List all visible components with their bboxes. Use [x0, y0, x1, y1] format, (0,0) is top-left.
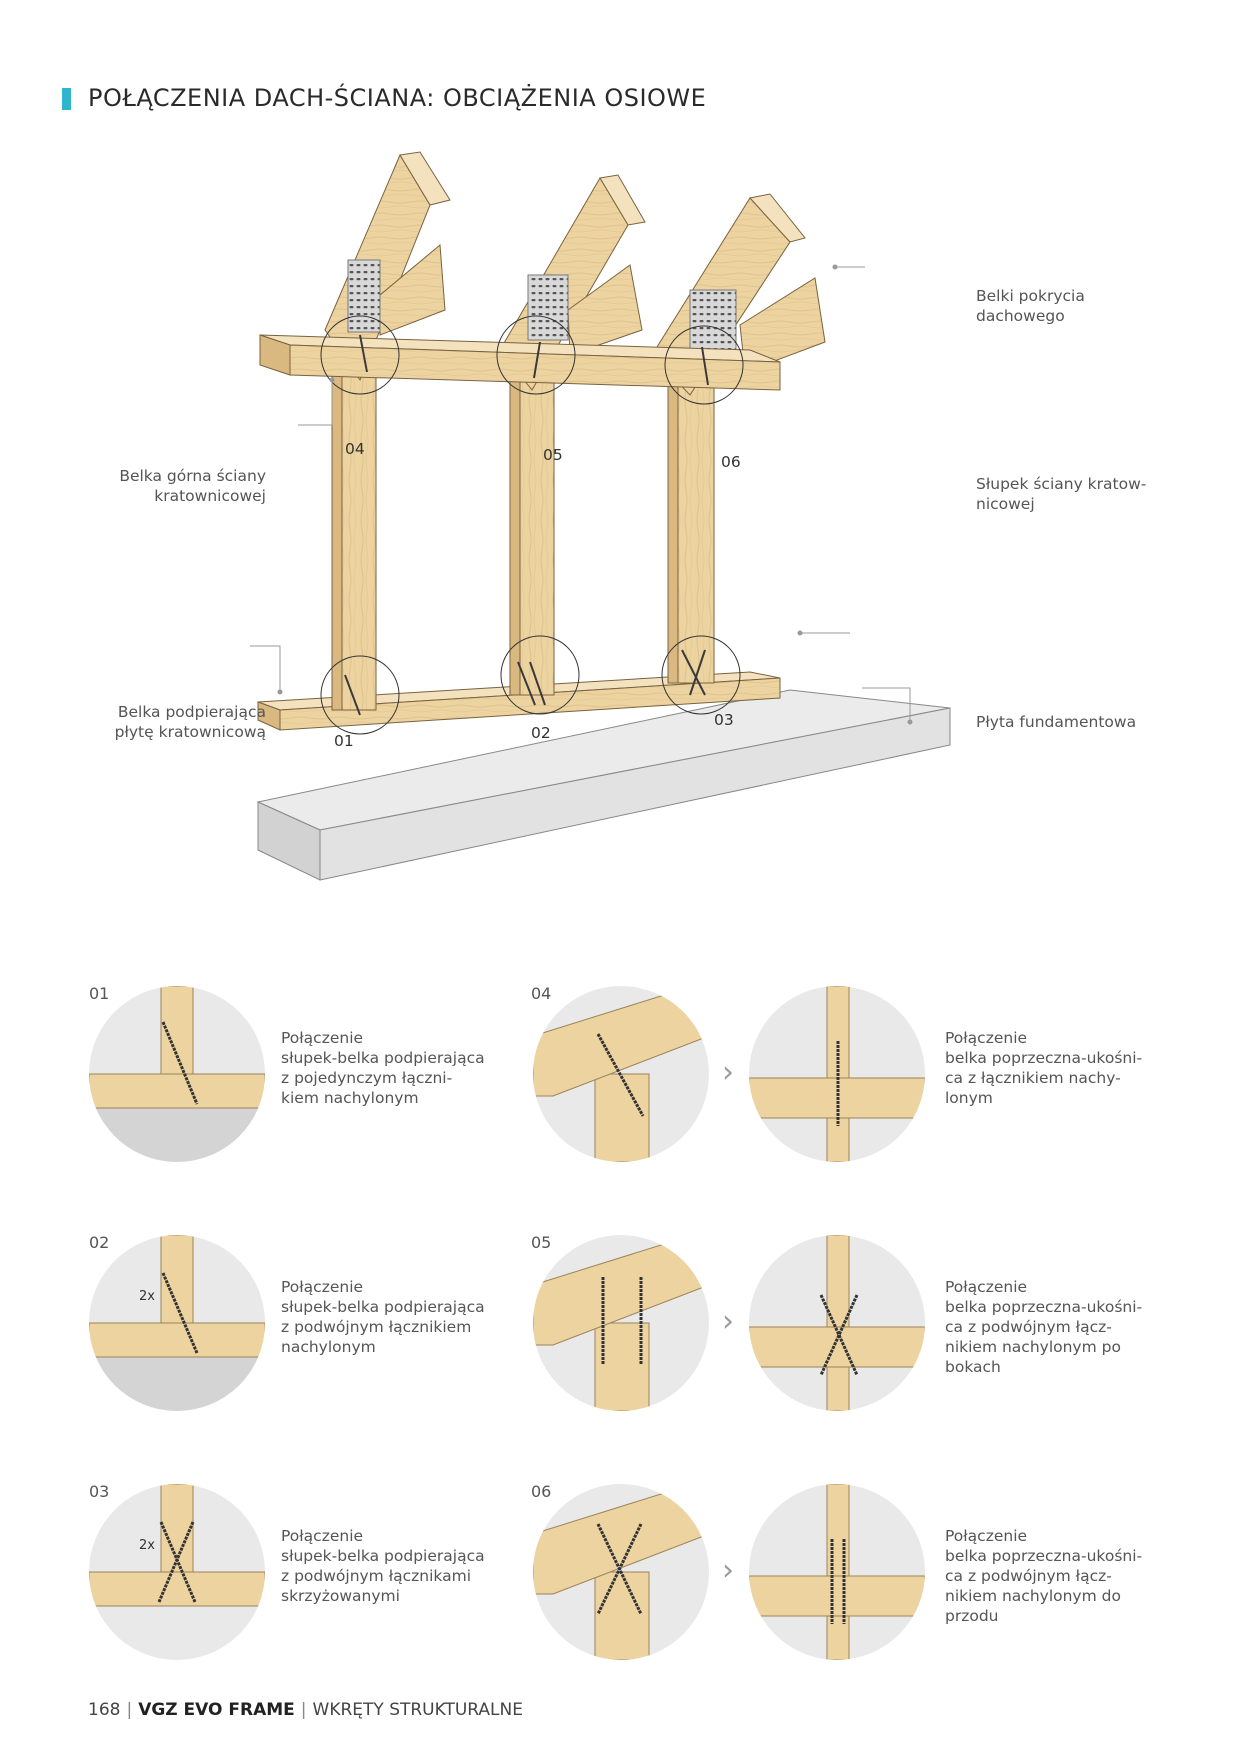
- detail-06-illustration-a: [533, 1484, 709, 1660]
- top-plate-end: [259, 334, 291, 376]
- diagram-number-03: 03: [714, 711, 734, 729]
- detail-04-illustration-a: [533, 986, 709, 1162]
- post-right: [667, 379, 715, 684]
- callout-lines: [250, 264, 913, 725]
- detail-01-illustration: [89, 986, 265, 1162]
- detail-number-02: 02: [89, 1233, 110, 1252]
- detail-02-badge: 2x: [139, 1289, 155, 1304]
- diagram-number-06: 06: [721, 453, 741, 471]
- bottom-plate-end: [257, 701, 281, 731]
- foundation-slab-side: [319, 707, 951, 881]
- detail-06-illustration-b: [749, 1484, 925, 1660]
- rafter-right: [651, 193, 826, 396]
- detail-number-01: 01: [89, 984, 110, 1003]
- label-support-beam: Belka podpierająca płytę kratownicową: [114, 703, 266, 741]
- footer-page-number: 168: [88, 1700, 121, 1720]
- detail-05-chevron: ›: [722, 1304, 734, 1339]
- diagram-number-04: 04: [345, 440, 365, 458]
- label-top-beam: Belka górna ściany kratownicowej: [119, 467, 266, 505]
- detail-05-illustration-b: [749, 1235, 925, 1411]
- footer-section: WKRĘTY STRUKTURALNE: [312, 1700, 523, 1720]
- diagram-number-02: 02: [531, 724, 551, 742]
- frame-diagram: [250, 151, 951, 881]
- footer-product: VGZ EVO FRAME: [138, 1700, 295, 1720]
- detail-number-04: 04: [531, 984, 552, 1003]
- detail-04-chevron: ›: [722, 1055, 734, 1090]
- page-title: POŁĄCZENIA DACH-ŚCIANA: OBCIĄŻENIA OSIOW…: [88, 84, 707, 112]
- detail-number-05: 05: [531, 1233, 552, 1252]
- diagram-number-01: 01: [334, 732, 354, 750]
- label-post: Słupek ściany kratow- nicowej: [976, 475, 1147, 513]
- diagram-detail-circles: [320, 315, 744, 735]
- footer: 168|VGZ EVO FRAME|WKRĘTY STRUKTURALNE: [88, 1700, 523, 1720]
- detail-02-illustration: [89, 1235, 265, 1411]
- detail-05-illustration-a: [533, 1235, 709, 1411]
- title-accent-bar: [62, 88, 71, 110]
- post-middle: [509, 374, 555, 696]
- rafter-middle: [499, 174, 646, 391]
- label-roof-beams: Belki pokrycia dachowego: [976, 287, 1085, 325]
- diagram-number-05: 05: [543, 446, 563, 464]
- detail-04-illustration-b: [749, 986, 925, 1162]
- diagram-screws: [344, 334, 709, 716]
- label-foundation: Płyta fundamentowa: [976, 713, 1137, 731]
- detail-03-badge: 2x: [139, 1538, 155, 1553]
- detail-number-03: 03: [89, 1482, 110, 1501]
- detail-number-06: 06: [531, 1482, 552, 1501]
- detail-06-chevron: ›: [722, 1553, 734, 1588]
- post-left: [331, 364, 377, 711]
- detail-03-illustration: [89, 1484, 265, 1660]
